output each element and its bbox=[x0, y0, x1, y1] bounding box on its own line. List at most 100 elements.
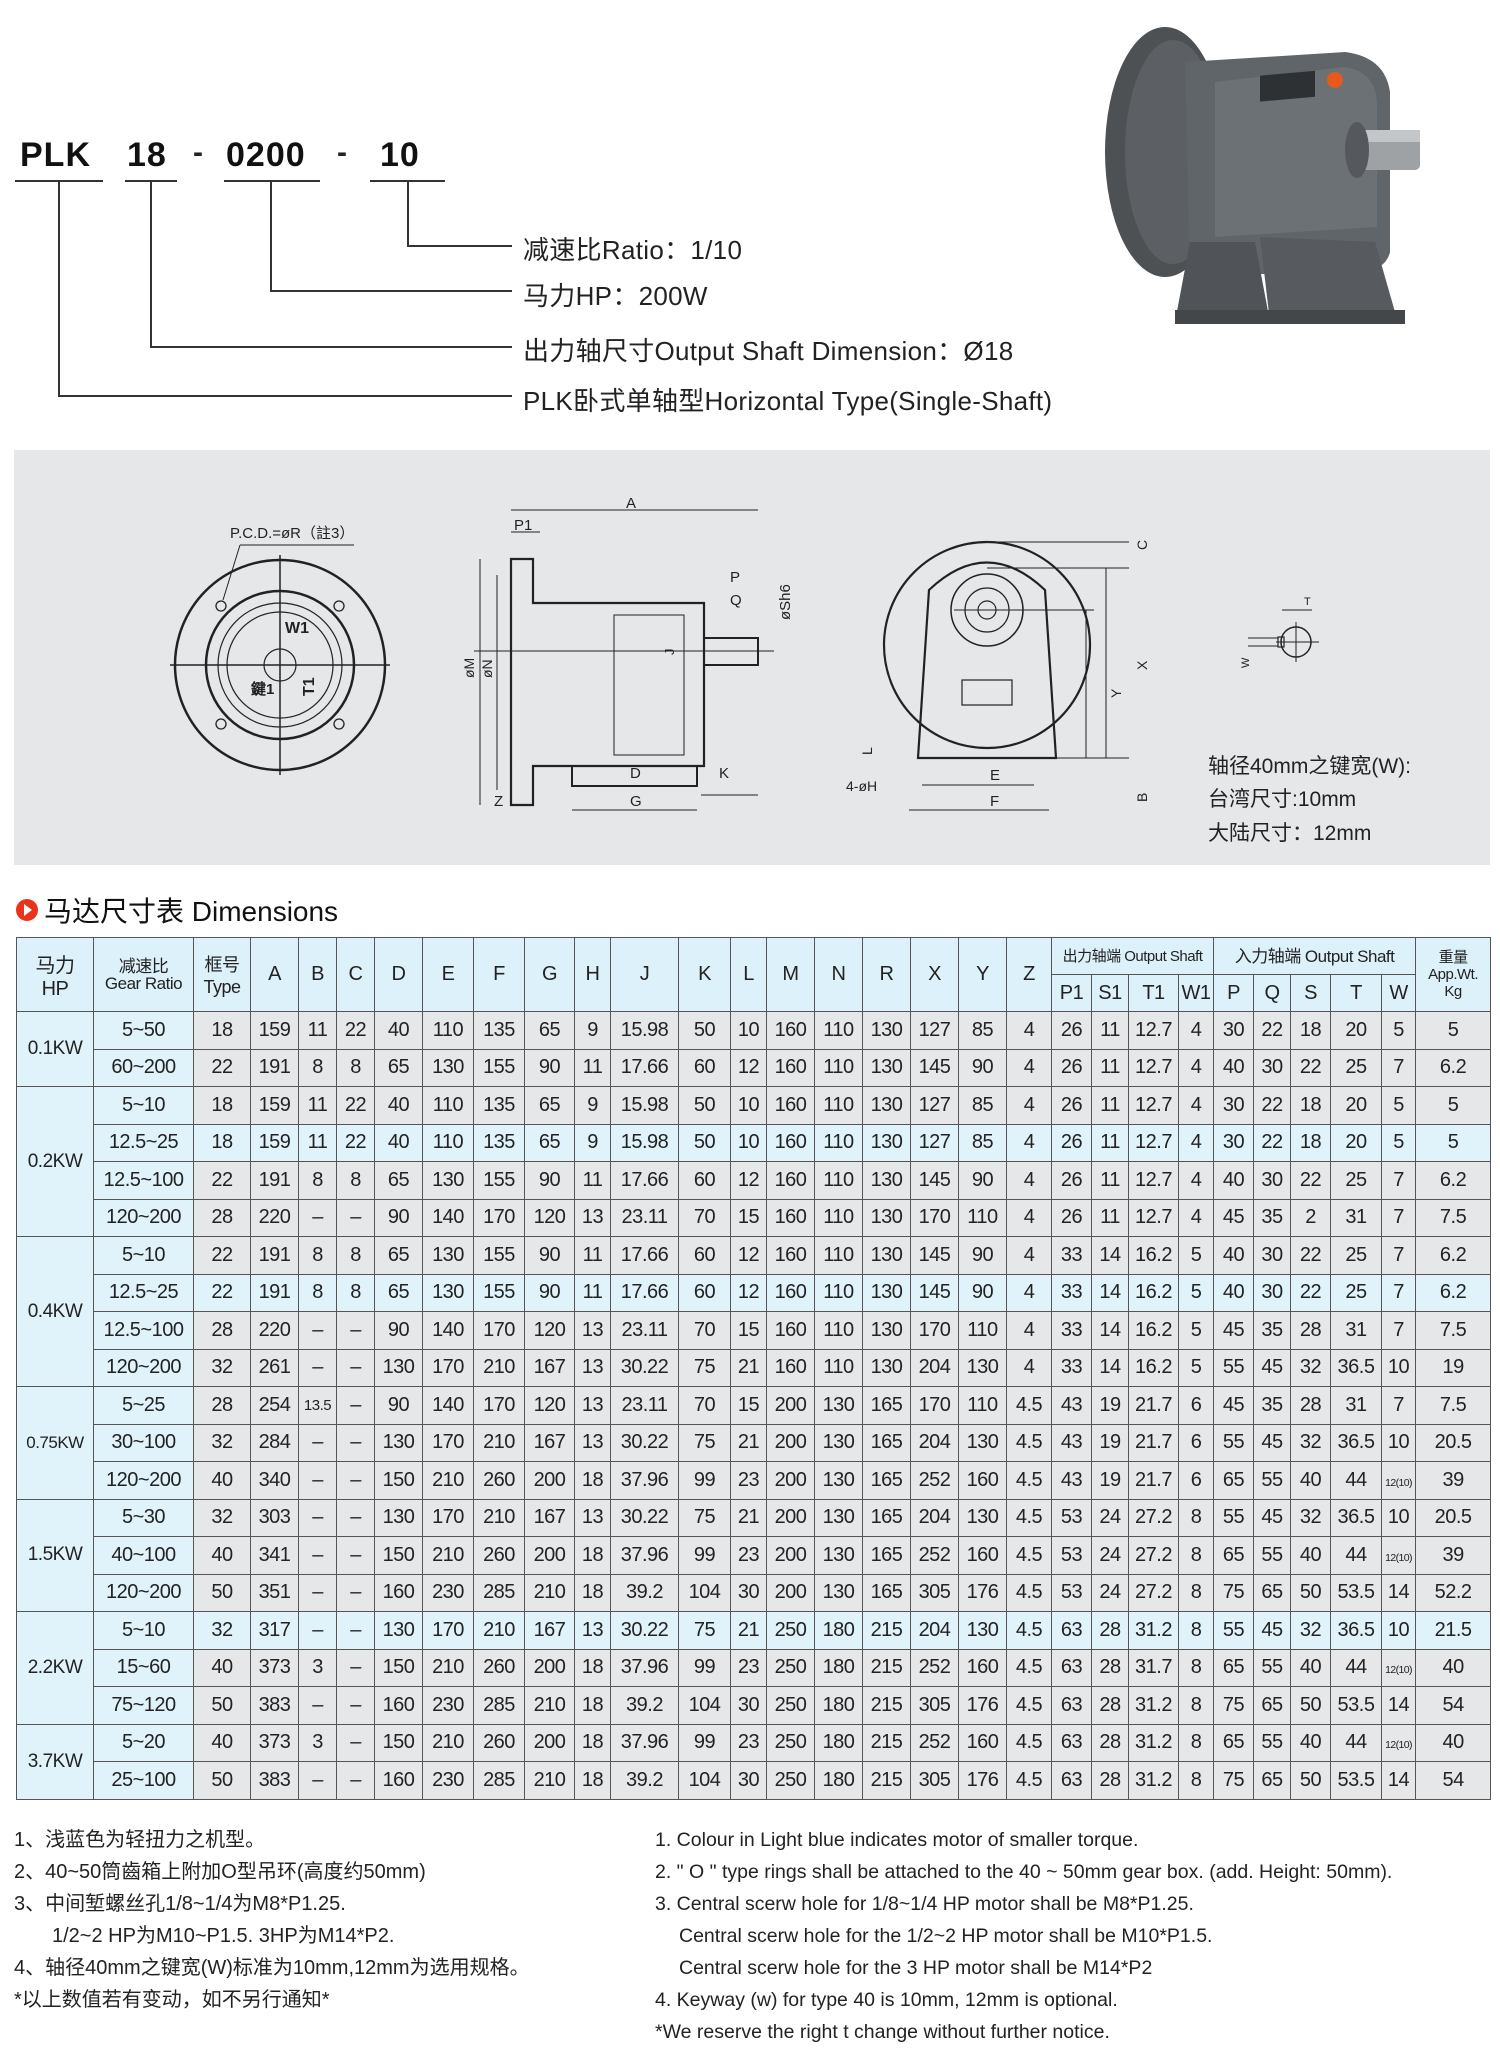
table-cell: – bbox=[336, 1648, 375, 1687]
table-cell: 8 bbox=[336, 1236, 375, 1275]
table-cell: – bbox=[298, 1573, 337, 1612]
table-cell: 8 bbox=[336, 1273, 375, 1312]
table-cell: 5 bbox=[1381, 1086, 1417, 1125]
table-cell: 160 bbox=[958, 1723, 1007, 1762]
table-cell: 170 bbox=[910, 1311, 959, 1350]
table-cell: 110 bbox=[422, 1011, 474, 1050]
code-series: PLK bbox=[20, 136, 91, 174]
table-cell: 99 bbox=[678, 1723, 731, 1762]
table-cell: 130 bbox=[862, 1198, 911, 1237]
header-input-shaft-group: 入力轴端 Output Shaft bbox=[1213, 937, 1417, 975]
table-cell: 22 bbox=[1290, 1273, 1332, 1312]
gear-ratio-cell: 12.5~100 bbox=[93, 1161, 194, 1200]
table-cell: 180 bbox=[814, 1686, 863, 1725]
table-cell: 155 bbox=[473, 1161, 525, 1200]
table-cell: 110 bbox=[814, 1011, 863, 1050]
table-cell: – bbox=[298, 1348, 337, 1387]
table-cell: 17.66 bbox=[610, 1273, 679, 1312]
table-cell: 104 bbox=[678, 1573, 731, 1612]
table-cell: 160 bbox=[958, 1648, 1007, 1687]
header-output-shaft-group: 出力轴端 Output Shaft bbox=[1050, 937, 1215, 975]
gear-ratio-cell: 5~50 bbox=[93, 1011, 194, 1050]
header-line: 框号 bbox=[204, 955, 241, 975]
table-cell: 70 bbox=[678, 1311, 731, 1350]
table-cell: 53.5 bbox=[1330, 1686, 1383, 1725]
table-cell: 99 bbox=[678, 1536, 731, 1575]
table-cell: 20 bbox=[1330, 1123, 1383, 1162]
note-en-5: *We reserve the right t change without f… bbox=[655, 2021, 1110, 2043]
table-cell: 110 bbox=[958, 1311, 1007, 1350]
table-cell: 11 bbox=[1091, 1086, 1129, 1125]
table-cell: 15 bbox=[730, 1386, 767, 1425]
table-cell: 284 bbox=[250, 1423, 299, 1462]
table-cell: 160 bbox=[958, 1461, 1007, 1500]
table-cell: 60 bbox=[678, 1273, 731, 1312]
table-cell: 130 bbox=[814, 1461, 863, 1500]
table-cell: 170 bbox=[422, 1611, 474, 1650]
table-cell: 8 bbox=[298, 1161, 337, 1200]
table-cell: 204 bbox=[910, 1498, 959, 1537]
table-cell: 150 bbox=[374, 1723, 423, 1762]
table-cell: 7.5 bbox=[1415, 1386, 1492, 1425]
table-cell: 39 bbox=[1415, 1461, 1492, 1500]
table-cell: 5 bbox=[1177, 1348, 1215, 1387]
table-cell: 45 bbox=[1213, 1198, 1255, 1237]
table-cell: 63 bbox=[1051, 1723, 1092, 1762]
table-cell: 11 bbox=[1091, 1011, 1129, 1050]
table-cell: 170 bbox=[473, 1311, 525, 1350]
table-cell: 210 bbox=[422, 1648, 474, 1687]
table-cell: 50 bbox=[1290, 1573, 1332, 1612]
table-cell: 20 bbox=[1330, 1011, 1383, 1050]
table-cell: 130 bbox=[958, 1611, 1007, 1650]
header-dim-e: E bbox=[422, 937, 474, 1012]
header-line: Gear Ratio bbox=[104, 973, 183, 993]
table-cell: 31.2 bbox=[1128, 1686, 1179, 1725]
table-cell: 160 bbox=[766, 1123, 815, 1162]
table-cell: 14 bbox=[1091, 1273, 1129, 1312]
table-cell: 160 bbox=[766, 1048, 815, 1087]
gear-ratio-cell: 5~10 bbox=[93, 1086, 194, 1125]
leader-line bbox=[407, 182, 409, 247]
table-cell: 13 bbox=[574, 1348, 611, 1387]
table-cell: 167 bbox=[524, 1423, 575, 1462]
table-cell: 75 bbox=[678, 1498, 731, 1537]
table-cell: 30.22 bbox=[610, 1498, 679, 1537]
table-cell: 170 bbox=[422, 1498, 474, 1537]
table-cell: 4 bbox=[1177, 1086, 1215, 1125]
table-cell: 30 bbox=[730, 1686, 767, 1725]
label-e: E bbox=[990, 767, 1000, 784]
table-cell: 160 bbox=[766, 1086, 815, 1125]
table-cell: 9 bbox=[574, 1086, 611, 1125]
gear-ratio-cell: 5~10 bbox=[93, 1611, 194, 1650]
table-cell: 12(10) bbox=[1381, 1648, 1417, 1687]
table-cell: – bbox=[336, 1461, 375, 1500]
table-cell: 65 bbox=[1213, 1536, 1255, 1575]
header-line: Kg bbox=[1444, 983, 1462, 1000]
table-cell: 130 bbox=[814, 1498, 863, 1537]
table-cell: 31.7 bbox=[1128, 1648, 1179, 1687]
table-cell: 340 bbox=[250, 1461, 299, 1500]
table-cell: 160 bbox=[766, 1161, 815, 1200]
note-en-3c: Central scerw hole for the 3 HP motor sh… bbox=[679, 1957, 1153, 1979]
table-cell: 24 bbox=[1091, 1573, 1129, 1612]
table-cell: 15.98 bbox=[610, 1086, 679, 1125]
table-cell: 30 bbox=[1253, 1273, 1292, 1312]
hp-cell: 3.7KW bbox=[16, 1723, 94, 1800]
table-cell: 200 bbox=[766, 1498, 815, 1537]
table-cell: 110 bbox=[422, 1086, 474, 1125]
table-cell: 26 bbox=[1051, 1048, 1092, 1087]
table-cell: 130 bbox=[862, 1311, 911, 1350]
header-line: 减速比 bbox=[118, 956, 169, 976]
table-cell: 22 bbox=[1253, 1011, 1292, 1050]
table-cell: – bbox=[336, 1386, 375, 1425]
table-cell: 4 bbox=[1006, 1348, 1052, 1387]
table-cell: – bbox=[336, 1761, 375, 1800]
table-cell: 6.2 bbox=[1415, 1048, 1492, 1087]
table-cell: 24 bbox=[1091, 1536, 1129, 1575]
table-cell: 21.7 bbox=[1128, 1461, 1179, 1500]
table-cell: 37.96 bbox=[610, 1648, 679, 1687]
label-w1: W1 bbox=[285, 620, 309, 637]
table-cell: 55 bbox=[1253, 1723, 1292, 1762]
